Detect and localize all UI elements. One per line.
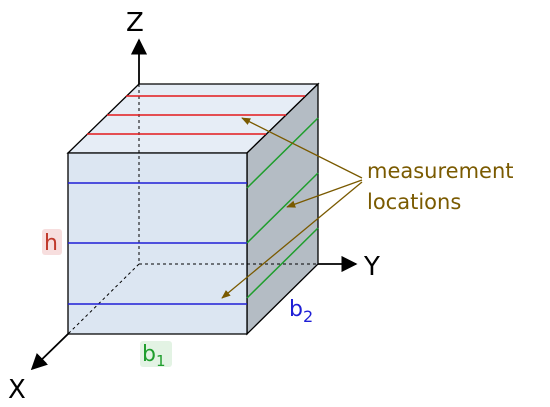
hidden-edge-diagonal: [67, 263, 140, 335]
annotation-arrow: [286, 179, 363, 208]
annotation-arrow: [221, 181, 363, 299]
x-axis: [30, 333, 69, 371]
b1-label: b1: [142, 342, 166, 370]
y-axis-label: Y: [363, 252, 380, 282]
annotation-arrow: [241, 117, 363, 179]
side-measurement-line: [246, 172, 319, 244]
side-measurement-line: [246, 227, 319, 299]
b2-label: b2: [289, 297, 313, 326]
h-label: h: [44, 231, 58, 256]
z-axis-label: Z: [126, 8, 144, 38]
h-label-background: [42, 229, 62, 255]
x-axis-label: X: [8, 375, 26, 405]
annotation-line-1: measurement: [367, 159, 514, 183]
b1-label-background: [140, 341, 172, 367]
annotation-line-2: locations: [367, 190, 461, 214]
side-measurement-line: [246, 117, 319, 189]
